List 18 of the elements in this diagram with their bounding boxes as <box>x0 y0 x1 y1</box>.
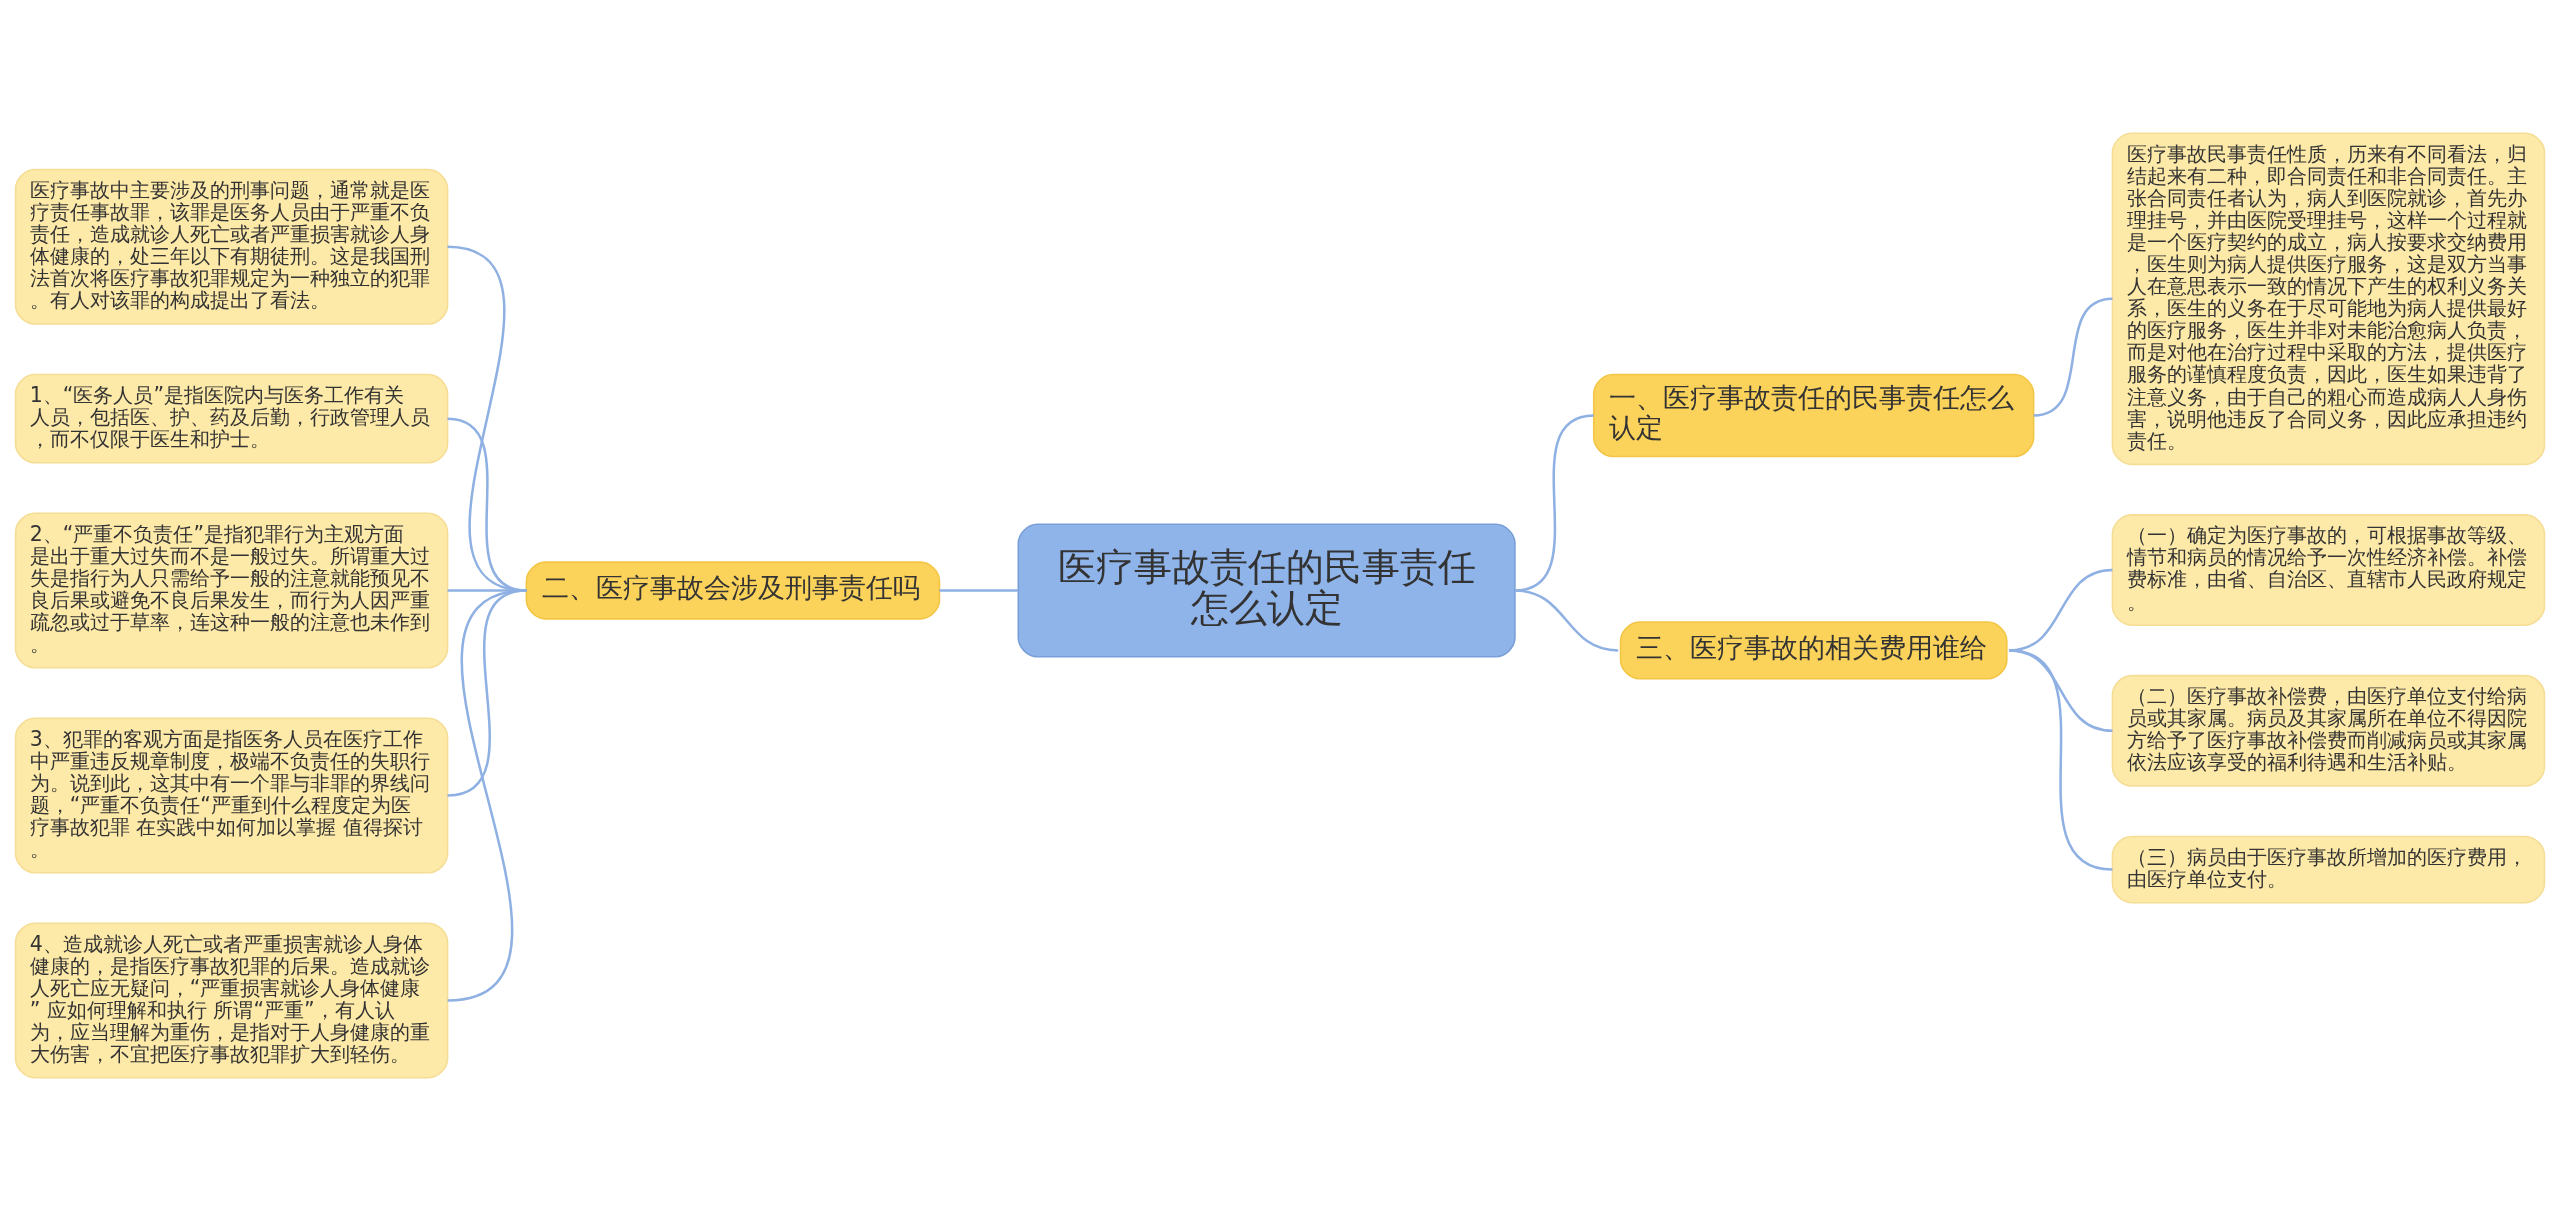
connector <box>447 588 527 1002</box>
node-box: （一）确定为医疗事故的，可根据事故等级、情节和病员的情况给予一次性经济补偿。补偿费标准，由省、自治区、直辖市人民政府规定。 <box>2111 513 2546 626</box>
node-box: 3、犯罪的客观方面是指医务人员在医疗工作中严重违反规章制度，极端不负责任的失职行为。说到此，这其中有一个罪与非罪的界线问题，“严重不负责任“严重到什么程度定为医疗事故犯罪 在实践中如何加以掌握 值得探讨。 <box>14 716 449 873</box>
node-box: （三）病员由于医疗事故所增加的医疗费用，由医疗单位支付。 <box>2111 835 2546 903</box>
connector <box>2033 297 2113 417</box>
node-box: 三、医疗事故的相关费用谁给 <box>1619 620 2008 680</box>
node-box: 一、医疗事故责任的民事责任怎么认定 <box>1592 373 2035 457</box>
node-box: 医疗事故民事责任性质，历来有不同看法，归结起来有二种，即合同责任和非合同责任。主张合同责任者认为，病人到医院就诊，首先办理挂号，并由医院受理挂号，这样一个过程就是一个医疗契约的成立，病人按要求交纳费用，医生则为病人提供医疗服务，这是双方当事人在意思表示一致的情况下产生的权利义务关系，医生的义务在于尽可能地为病人提供最好的医疗服务，医生并非对未能治愈病人负责，而是对他在治疗过程中采取的方法，提供医疗服务的谨慎程度负责，因此，医生如果违背了注意义务，由于自己的粗心而造成病人人身伤害，说明他违反了合同义务，因此应承担违约责任。 <box>2111 132 2546 465</box>
node-box: （二）医疗事故补偿费，由医疗单位支付给病员或其家属。病员及其家属所在单位不得因院方给予了医疗事故补偿费而削减病员或其家属依法应该享受的福利待遇和生活补贴。 <box>2111 674 2546 787</box>
node-box: 2、“严重不负责任”是指犯罪行为主观方面是出于重大过失而不是一般过失。所谓重大过失是指行为人只需给予一般的注意就能预见不良后果或避免不良后果发生，而行为人因严重疏忽或过于草率，连这种一般的注意也未作到。 <box>14 511 449 669</box>
connector <box>939 588 1019 592</box>
node-box: 医疗事故中主要涉及的刑事问题，通常就是医疗责任事故罪，该罪是医务人员由于严重不负责任，造成就诊人死亡或者严重损害就诊人身体健康的，处三年以下有期徒刑。这是我国刑法首次将医疗事故犯罪规定为一种独立的犯罪。有人对该罪的构成提出了看法。 <box>14 168 449 325</box>
node-box: 医疗事故责任的民事责任怎么认定 <box>1017 523 1516 658</box>
connector <box>1514 588 1619 652</box>
node-box: 4、造成就诊人死亡或者严重损害就诊人身体健康的，是指医疗事故犯罪的后果。造成就诊人死亡应无疑问，“严重损害就诊人身体健康” 应如何理解和执行 所谓“严重”，有人认为，应当理解为重伤，是指对于人身健康的重大伤害，不宜把医疗事故犯罪扩大到轻伤。 <box>14 921 449 1078</box>
node-box: 二、医疗事故会涉及刑事责任吗 <box>525 560 941 620</box>
node-box: 1、“医务人员”是指医院内与医务工作有关人员，包括医、护、药及后勤，行政管理人员，而不仅限于医生和护士。 <box>14 373 449 464</box>
connector <box>2008 648 2113 871</box>
